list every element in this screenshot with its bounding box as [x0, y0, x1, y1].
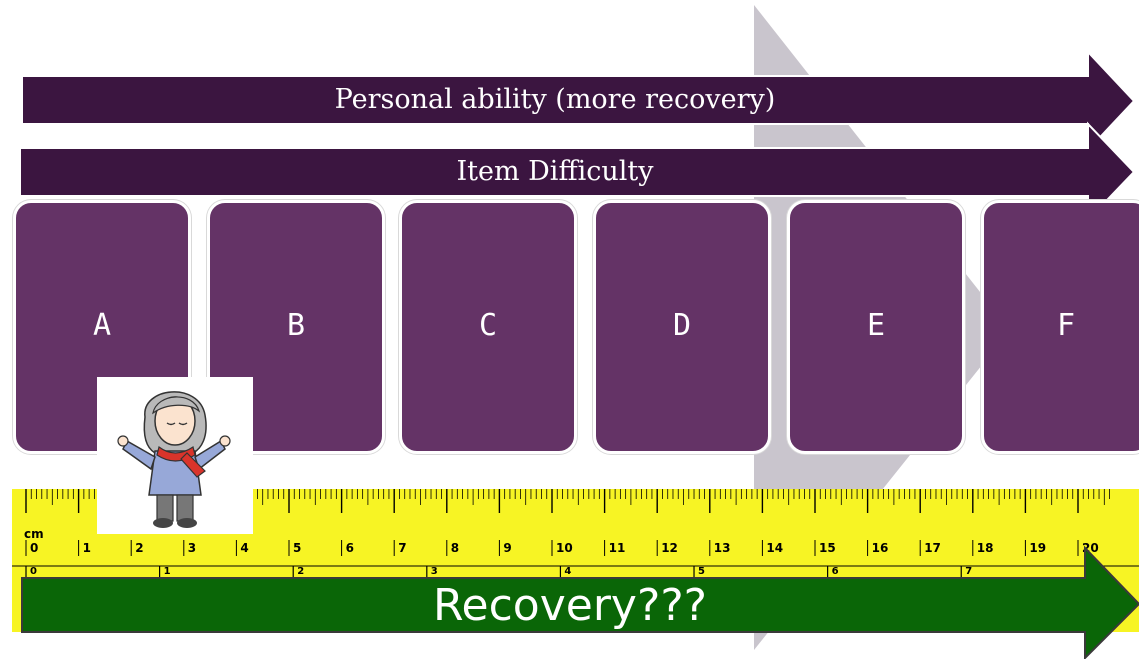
ruler-cm-number: 16: [871, 541, 889, 555]
ruler-cm-number: 14: [766, 541, 784, 555]
ruler-cm-number: 13: [713, 541, 731, 555]
ruler-inch-number: 4: [564, 566, 572, 577]
box-e-letter: E: [866, 307, 886, 343]
recovery-arrow-label: Recovery???: [432, 580, 708, 631]
ruler-inch-number: 6: [831, 566, 839, 577]
box-c: C: [399, 200, 577, 454]
box-d: D: [593, 200, 771, 454]
ruler-cm-number: 2: [135, 541, 144, 555]
ruler-inch-number: 1: [163, 566, 171, 577]
box-a-letter: A: [92, 307, 112, 343]
ruler-cm-number: 0: [30, 541, 39, 555]
ruler-cm-number: 3: [187, 541, 197, 555]
ruler-cm-number: 10: [556, 541, 573, 555]
ruler-inch-number: 5: [698, 566, 705, 577]
ruler-cm-number: 4: [240, 541, 249, 555]
ruler-cm-number: 9: [503, 541, 512, 555]
ruler-cm-number: 1: [82, 541, 91, 555]
box-b: B: [207, 200, 385, 454]
ruler-inch-number: 0: [30, 566, 37, 577]
ruler-cm-number: 19: [1029, 541, 1047, 555]
ruler-cm-number: 8: [450, 541, 460, 555]
ability-arrow: [21, 49, 1136, 153]
difficulty-arrow: [19, 121, 1136, 223]
box-b-letter: B: [286, 307, 306, 343]
ruler-cm-number: 5: [293, 541, 302, 555]
ruler-cm-number: 6: [345, 541, 354, 555]
box-e: E: [787, 200, 965, 454]
ability-arrow-label: Personal ability (more recovery): [334, 84, 776, 115]
ruler-cm-number: 17: [924, 541, 941, 555]
ruler-inch-number: 3: [430, 566, 438, 577]
box-f-letter: F: [1056, 307, 1076, 343]
ruler-unit-label: cm: [24, 527, 44, 541]
box-f: F: [981, 200, 1139, 454]
ruler-cm-number: 18: [976, 541, 994, 555]
ruler-inch-number: 2: [297, 566, 305, 577]
difficulty-arrow-label: Item Difficulty: [456, 156, 654, 187]
box-d-letter: D: [672, 307, 692, 343]
box-c-letter: C: [478, 307, 498, 343]
ruler-cm-number: 15: [819, 541, 836, 555]
elderly-person-with-scarf-icon: [97, 377, 253, 534]
ruler-cm-number: 12: [661, 541, 678, 555]
ruler-cm-number: 7: [398, 541, 407, 555]
ruler-cm-number: 11: [608, 541, 626, 555]
recovery-arrow: [21, 545, 1139, 659]
ruler-inch-number: 7: [965, 566, 973, 577]
